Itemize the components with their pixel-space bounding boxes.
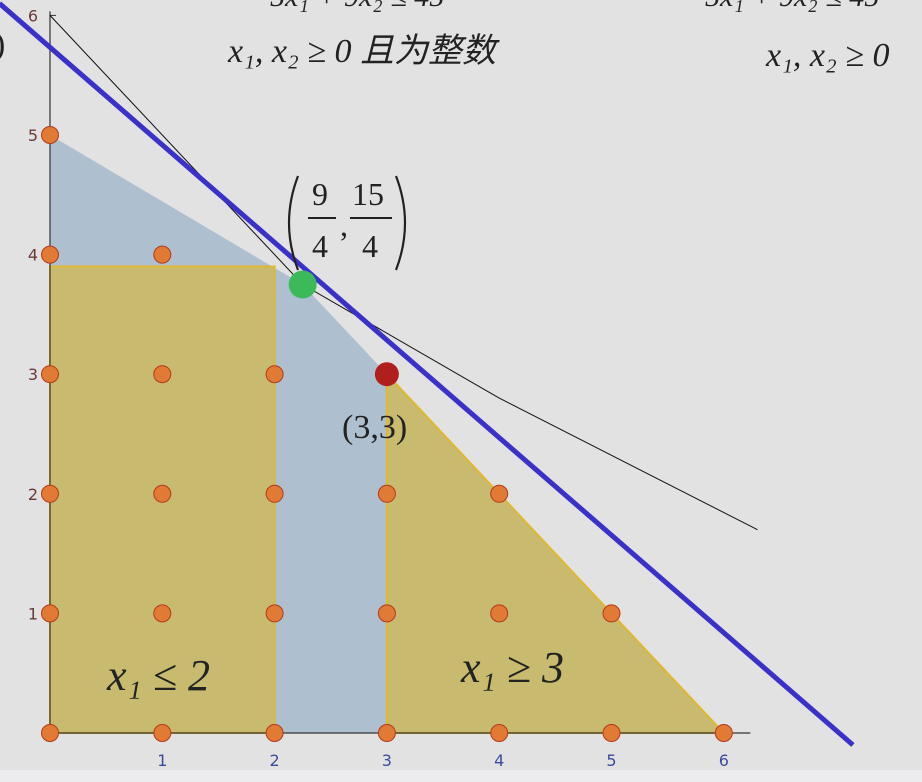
y-tick-label-5: 5 [28, 126, 38, 145]
x-tick-label-4: 4 [494, 751, 504, 770]
lattice-point [265, 484, 284, 503]
bottom-strip [0, 770, 922, 782]
cropped-formula-top-left: 5x₁ + 9x₂ ≤ 45 [270, 0, 444, 13]
lattice-point [265, 365, 284, 384]
lattice-point [153, 245, 172, 264]
lattice-point [377, 484, 396, 503]
cropped-formula-top-right: 5x₁ + 9x₂ ≤ 45 [705, 0, 879, 13]
lattice-point [602, 724, 621, 742]
left-constraint: x₁, x₂ ≥ 0 且为整数 [227, 33, 500, 70]
lattice-point [41, 245, 59, 264]
lp-x-denominator: 4 [312, 228, 328, 264]
x-tick-label-3: 3 [382, 751, 392, 770]
lattice-point [153, 484, 172, 503]
lattice-point [41, 126, 59, 144]
x-tick-label-5: 5 [606, 751, 616, 770]
lattice-point [490, 724, 509, 742]
lattice-point [377, 604, 396, 623]
x-tick-label-1: 1 [157, 751, 167, 770]
right-constraint: x₁, x₂ ≥ 0 [765, 37, 889, 74]
y-tick-label-3: 3 [28, 365, 38, 384]
ip-optimum-label: (3,3) [342, 409, 407, 446]
lattice-point [265, 724, 284, 742]
lattice-point [153, 724, 172, 742]
svg-text:5x₁ + 9x₂ ≤ 45: 5x₁ + 9x₂ ≤ 45 [270, 0, 444, 13]
lattice-point [490, 484, 509, 503]
ip-optimum-point [374, 362, 399, 387]
lp-y-numerator: 15 [352, 176, 384, 212]
x-tick-label-2: 2 [270, 751, 280, 770]
lattice-point [41, 365, 59, 384]
lattice-point [602, 604, 621, 623]
objective-line [0, 1, 855, 747]
lattice-points [41, 126, 733, 742]
lattice-point [41, 484, 59, 503]
lp-optimum-label: 9 4 , 15 4 [287, 175, 407, 271]
lp-optimum-point [288, 270, 317, 299]
lattice-point [41, 604, 59, 623]
svg-text:5x₁ + 9x₂ ≤ 45: 5x₁ + 9x₂ ≤ 45 [705, 0, 879, 13]
lattice-point [714, 724, 733, 742]
cropped-paren: ) [0, 26, 5, 63]
lattice-point [490, 604, 509, 623]
lattice-point [265, 604, 284, 623]
comma: , [340, 207, 348, 243]
lattice-point [153, 365, 172, 384]
y-tick-label-2: 2 [28, 485, 38, 504]
right-paren [394, 175, 407, 271]
lattice-point [41, 724, 59, 742]
lp-x-numerator: 9 [312, 176, 328, 212]
y-tick-label-6: 6 [28, 6, 38, 25]
x-tick-label-6: 6 [719, 751, 729, 770]
annotation-x1-ge-3: x₁ ≥ 3 [460, 643, 564, 692]
annotation-x1-le-2: x₁ ≤ 2 [106, 651, 210, 700]
lp-y-denominator: 4 [362, 228, 378, 264]
lattice-point [377, 724, 396, 742]
left-paren [287, 175, 300, 271]
thin-constraint-line [49, 15, 758, 531]
lattice-point [153, 604, 172, 623]
y-tick-label-4: 4 [28, 246, 38, 265]
y-tick-label-1: 1 [28, 604, 38, 623]
